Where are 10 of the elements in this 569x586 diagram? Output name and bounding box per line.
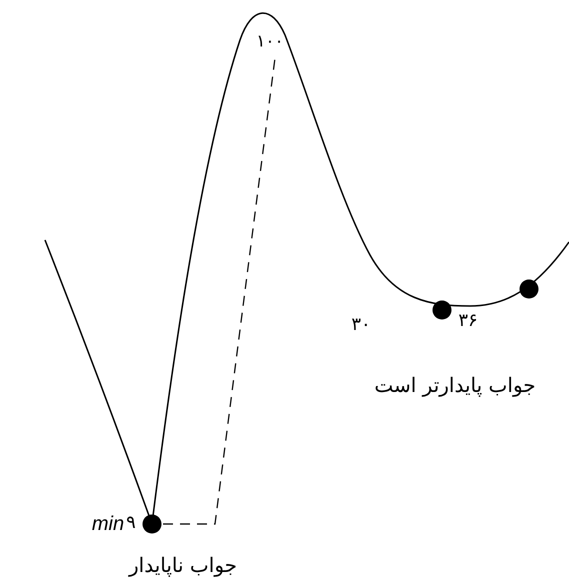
label: ۳۶ (458, 312, 478, 330)
label: min (92, 514, 124, 534)
label: ۹ (126, 514, 136, 532)
dot (520, 280, 538, 298)
dot (142, 514, 162, 534)
dot (432, 300, 452, 320)
label: جواب ناپایدار (128, 555, 238, 575)
label: ۱۰۰ (256, 34, 284, 50)
label: جواب پایدارتر است (374, 375, 536, 395)
label: ۳۰ (351, 316, 371, 334)
